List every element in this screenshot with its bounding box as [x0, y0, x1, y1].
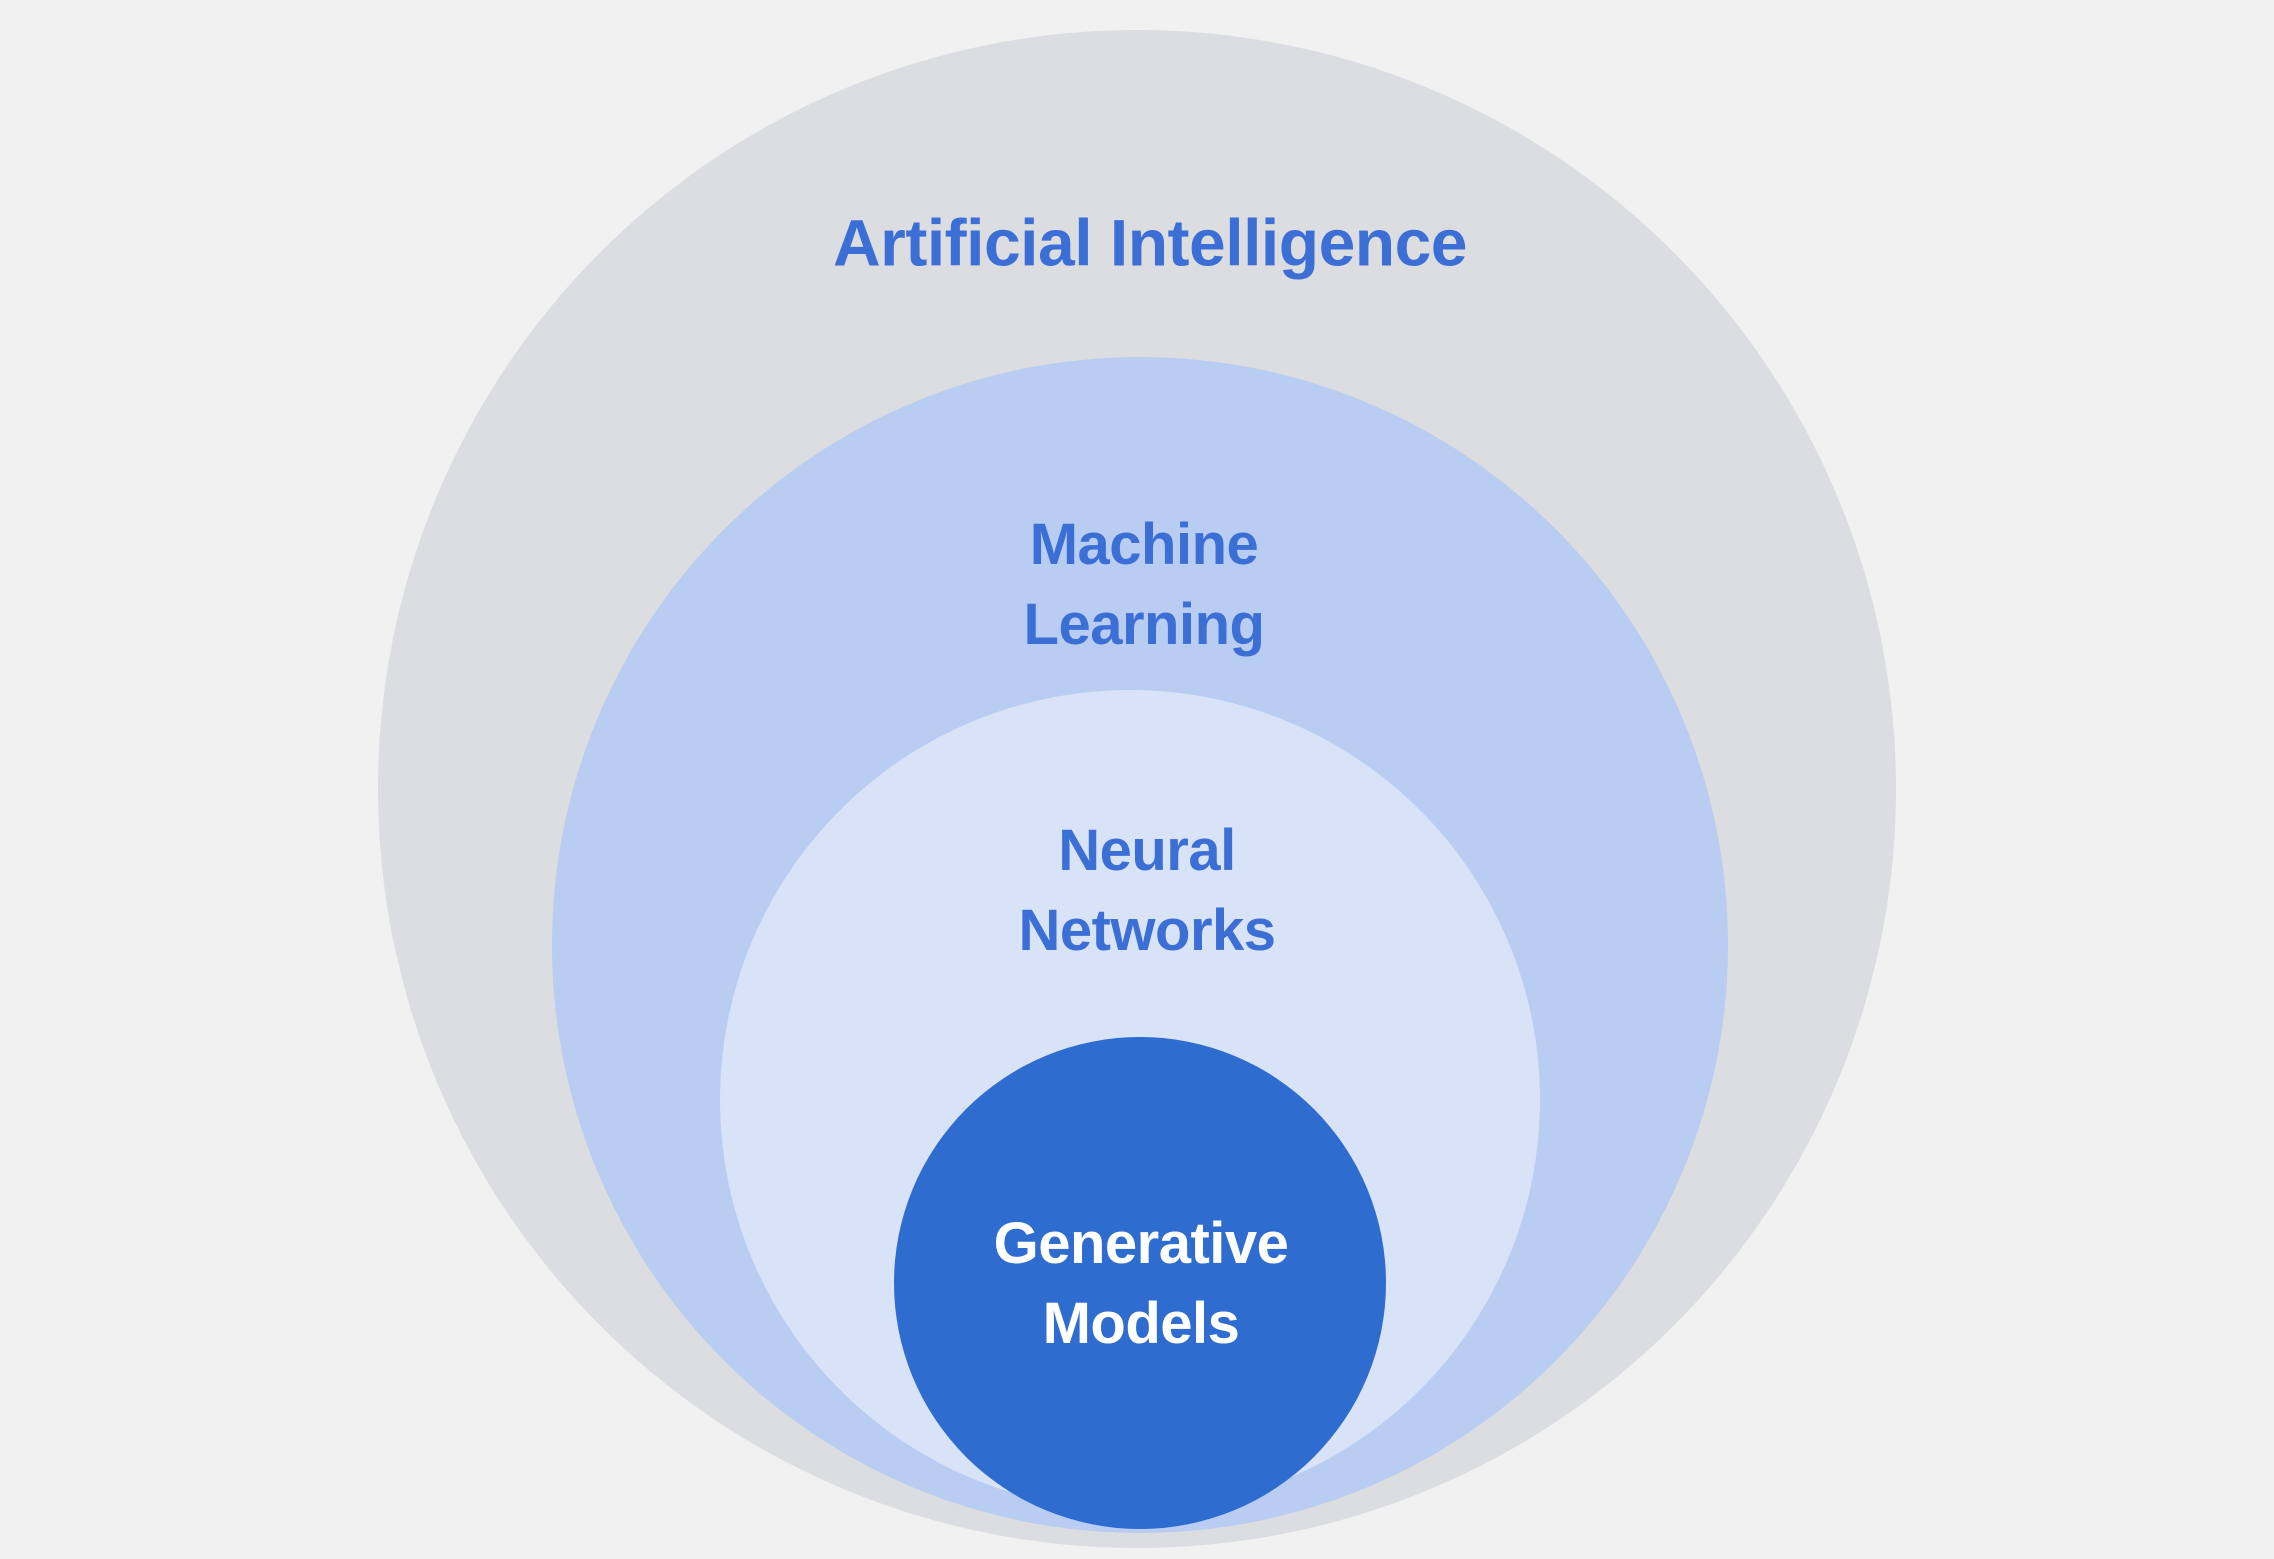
- circle-generative-models: [894, 1037, 1386, 1529]
- label-generative-models-line-2: Models: [1042, 1291, 1240, 1356]
- label-artificial-intelligence: Artificial Intelligence: [833, 197, 1468, 288]
- label-neural-networks-line-1: Neural: [1058, 817, 1236, 883]
- label-generative-models-line-1: Generative: [993, 1210, 1289, 1276]
- label-neural-networks: Neural Networks: [1018, 811, 1276, 971]
- label-machine-learning: Machine Learning: [1024, 505, 1265, 665]
- label-artificial-intelligence-text: Artificial Intelligence: [833, 205, 1468, 280]
- label-machine-learning-line-1: Machine: [1029, 511, 1259, 577]
- label-machine-learning-line-2: Learning: [1023, 592, 1265, 657]
- label-neural-networks-line-2: Networks: [1018, 898, 1276, 963]
- label-generative-models: Generative Models: [994, 1204, 1289, 1364]
